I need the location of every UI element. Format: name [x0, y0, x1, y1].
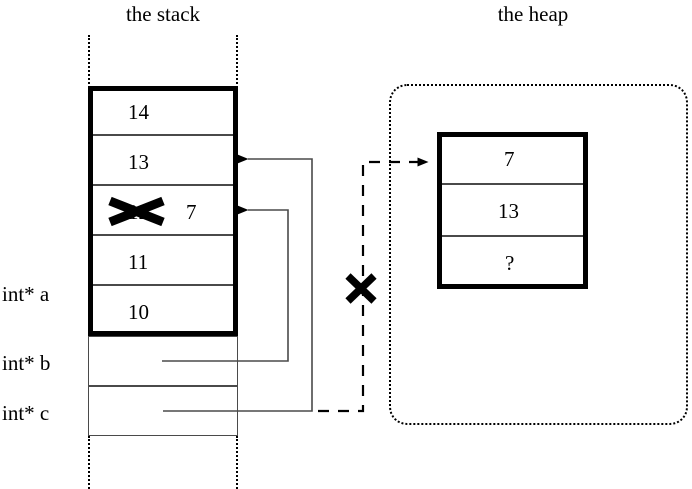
heap-title: the heap [497, 2, 569, 26]
stack-title: the stack [125, 2, 201, 26]
heap-cell-value-2: ? [505, 251, 515, 275]
pointer-slot-label-b: int* b [2, 351, 51, 375]
heap-divider-2 [442, 235, 583, 237]
stack-divider-4 [93, 284, 233, 286]
stack-cell-value-4: 10 [128, 300, 149, 324]
stack-cell-note-2: 7 [186, 200, 197, 224]
stack-right-guide-top [236, 35, 238, 88]
heap-cell-value-0: 7 [504, 147, 515, 171]
stack-cell-value-0: 14 [128, 100, 149, 124]
stack-value-block [88, 86, 238, 336]
heap-block [437, 132, 588, 289]
pointer-slot-box-c [88, 386, 238, 436]
broken-pointer-x-mark [345, 273, 377, 304]
pointer-slot-label-c: int* c [2, 401, 50, 425]
heap-divider-1 [442, 183, 583, 185]
pointer-slot-box-b [88, 336, 238, 386]
stack-cell-value-2: 12 [128, 200, 149, 224]
stack-divider-2 [93, 184, 233, 186]
stack-divider-3 [93, 234, 233, 236]
stack-left-guide-bottom [88, 436, 90, 489]
stack-cell-value-1: 13 [128, 150, 149, 174]
stack-cell-value-3: 11 [128, 250, 149, 274]
stack-left-guide-top [88, 35, 90, 88]
pointer-slot-label-a: int* a [2, 282, 50, 306]
stack-right-guide-bottom [236, 436, 238, 489]
heap-cell-value-1: 13 [498, 199, 519, 223]
stack-divider-1 [93, 134, 233, 136]
